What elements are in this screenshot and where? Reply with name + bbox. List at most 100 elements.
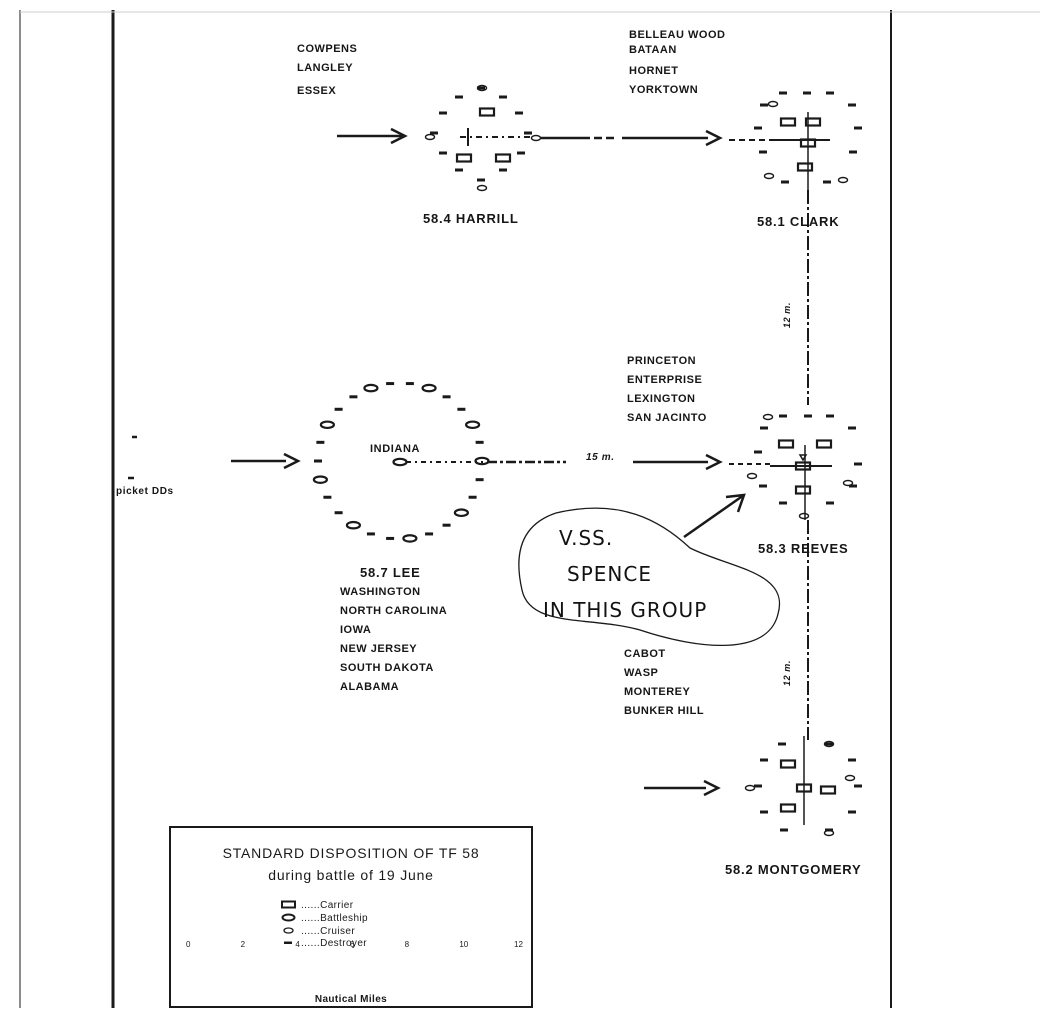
approach-arrow-icon xyxy=(390,127,408,145)
destroyer-symbol xyxy=(442,395,451,399)
cruiser-symbol xyxy=(763,172,775,180)
battleship-symbol xyxy=(402,534,418,543)
cruiser-symbol xyxy=(762,413,774,421)
battleship-symbol xyxy=(363,383,379,393)
cruiser-symbol xyxy=(746,472,758,480)
destroyer-symbol xyxy=(849,150,857,154)
destroyer-symbol xyxy=(457,407,466,411)
cruiser-symbol-icon xyxy=(281,926,297,939)
group-label-58-7: 58.7 LEE xyxy=(360,565,421,580)
destroyer-symbol xyxy=(754,126,762,130)
destroyer-symbol xyxy=(477,178,485,182)
legend-title-line: STANDARD DISPOSITION OF TF 58 xyxy=(222,845,480,861)
destroyer-symbol xyxy=(826,91,834,95)
destroyer-symbol xyxy=(515,111,523,115)
scale-tick-label: 8 xyxy=(404,940,410,949)
cruiser-symbol xyxy=(767,100,779,108)
picket-label: picket DDs xyxy=(116,486,174,497)
legend-key-text: ......Cruiser xyxy=(301,926,356,937)
legend-subtitle-line: during battle of 19 June xyxy=(268,867,434,883)
scale-label: Nautical Miles xyxy=(314,994,388,1005)
destroyer-symbol xyxy=(425,532,434,536)
destroyer-symbol xyxy=(804,414,812,418)
destroyer-symbol xyxy=(849,484,857,488)
ship-name: BELLEAU WOOD xyxy=(629,29,726,41)
annotation-line: IN THIS GROUP xyxy=(543,598,708,622)
distance-label-upper: 12 m. xyxy=(782,301,792,328)
ship-list-58-3: PRINCETON ENTERPRISE LEXINGTON SAN JACIN… xyxy=(627,352,707,428)
carrier-symbol xyxy=(478,107,496,117)
annotation-line: SPENCE xyxy=(567,562,652,586)
ship-list-58-4: COWPENS LANGLEY ESSEX xyxy=(297,40,357,101)
destroyer-symbol xyxy=(826,501,834,505)
cruiser-symbol xyxy=(823,740,835,748)
cruiser-symbol xyxy=(823,829,835,837)
destroyer-symbol xyxy=(499,168,507,172)
destroyer-symbol xyxy=(778,742,786,746)
destroyer-symbol xyxy=(848,103,856,107)
legend-key-text: ......Battleship xyxy=(301,913,368,924)
annotation-bubble xyxy=(518,507,781,646)
destroyer-symbol xyxy=(754,450,762,454)
destroyer-symbol xyxy=(759,484,767,488)
carrier-symbol xyxy=(796,162,814,172)
guide-ship-icon xyxy=(798,454,808,462)
cruiser-symbol xyxy=(837,176,849,184)
battleship-symbol xyxy=(392,457,408,467)
cruiser-symbol xyxy=(744,784,756,792)
group-label-58-3: 58.3 REEVES xyxy=(758,541,849,556)
ship-name: BUNKER HILL xyxy=(624,705,705,717)
destroyer-symbol xyxy=(803,91,811,95)
battleship-symbol xyxy=(345,520,362,530)
cruiser-symbol xyxy=(844,774,856,782)
destroyer-symbol xyxy=(314,459,322,463)
destroyer-symbol xyxy=(334,511,343,515)
destroyer-symbol xyxy=(316,440,325,444)
destroyer-symbol xyxy=(780,828,788,832)
destroyer-symbol xyxy=(854,126,862,130)
destroyer-symbol xyxy=(779,91,787,95)
ship-name: PRINCETON xyxy=(627,355,697,367)
ship-name: HORNET xyxy=(629,65,679,77)
distance-label-horizontal: 15 m. xyxy=(586,452,615,463)
cruiser-symbol xyxy=(476,84,488,92)
destroyer-symbol xyxy=(760,426,768,430)
destroyer-symbol xyxy=(517,151,525,155)
ship-name: LEXINGTON xyxy=(627,393,696,405)
legend-key-text: ......Carrier xyxy=(301,900,354,911)
center-ship-label: INDIANA xyxy=(370,443,421,455)
destroyer-symbol xyxy=(779,414,787,418)
carrier-symbol xyxy=(794,485,812,495)
ship-name: NEW JERSEY xyxy=(340,643,418,655)
destroyer-symbol xyxy=(760,810,768,814)
ship-name: MONTEREY xyxy=(624,686,691,698)
battleship-symbol xyxy=(453,508,469,518)
ship-list-58-1: BELLEAU WOOD BATAAN HORNET YORKTOWN xyxy=(629,26,725,100)
carrier-symbol xyxy=(779,759,797,769)
group-label-58-4: 58.4 HARRILL xyxy=(423,211,519,226)
destroyer-symbol xyxy=(442,523,451,527)
carrier-symbol xyxy=(815,439,833,449)
battleship-symbol xyxy=(421,383,437,393)
carrier-symbol xyxy=(455,153,473,163)
ship-name: COWPENS xyxy=(297,43,358,55)
battleship-symbol xyxy=(465,420,481,430)
cruiser-symbol xyxy=(424,133,436,141)
ship-name: WASP xyxy=(624,667,659,679)
group-label-58-2: 58.2 MONTGOMERY xyxy=(725,862,862,877)
destroyer-symbol xyxy=(475,478,484,482)
battleship-symbol xyxy=(319,420,335,430)
carrier-symbol xyxy=(804,117,822,127)
destroyer-symbol xyxy=(439,111,447,115)
ship-name: ESSEX xyxy=(297,85,337,97)
ship-name: BATAAN xyxy=(629,44,677,56)
legend-key-text: ......Destroyer xyxy=(301,938,368,949)
destroyer-symbol xyxy=(386,382,395,386)
destroyer-symbol xyxy=(477,86,485,90)
destroyer-symbol xyxy=(439,151,447,155)
ship-name: ALABAMA xyxy=(340,681,400,693)
destroyer-symbol xyxy=(524,131,532,135)
destroyer-symbol xyxy=(848,810,856,814)
ship-name: CABOT xyxy=(624,648,666,660)
approach-arrow-icon xyxy=(703,779,721,797)
